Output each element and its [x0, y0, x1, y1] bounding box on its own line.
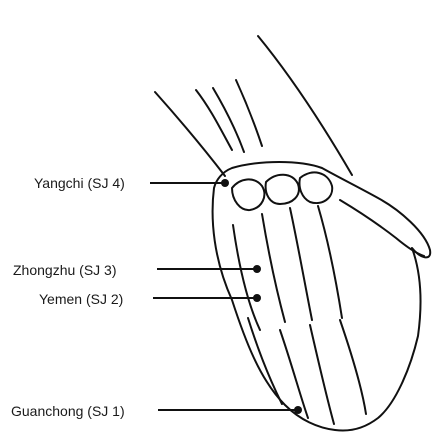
metacarpal-4 — [262, 214, 285, 322]
phalanges-3 — [310, 325, 334, 424]
acupoint-label: Yemen (SJ 2) — [39, 291, 123, 307]
metacarpal-3 — [290, 208, 312, 320]
acupoint-marker-sj2 — [253, 294, 261, 302]
metacarpal-2 — [318, 206, 342, 318]
wrist-crease — [196, 80, 262, 152]
phalanges-2 — [340, 320, 366, 414]
acupoint-marker-sj3 — [253, 265, 261, 273]
carpal-bones — [232, 172, 332, 210]
acupoint-label: Zhongzhu (SJ 3) — [13, 262, 117, 278]
acupoint-label: Guanchong (SJ 1) — [11, 403, 125, 419]
acupoint-marker-sj1 — [294, 406, 302, 414]
acupoint-marker-sj4 — [221, 179, 229, 187]
forearm-outline — [155, 36, 352, 176]
phalanges-5 — [248, 318, 282, 404]
acupoint-label: Yangchi (SJ 4) — [34, 175, 125, 191]
